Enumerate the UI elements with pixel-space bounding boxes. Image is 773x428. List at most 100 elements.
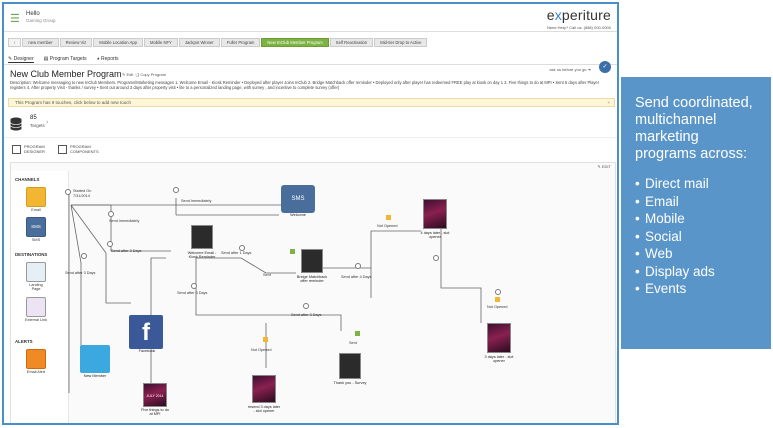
send-label: Send after 3 Days [177,291,208,295]
section-alerts: ALERTS [15,339,33,344]
edit-link[interactable]: ✎ Edit [122,72,134,77]
targets-count: 85 [30,115,37,121]
email-thumbnail [252,375,276,403]
twitter-node[interactable]: New Member [77,345,113,378]
program-targets-link[interactable]: ▤ Program Targets [43,56,87,62]
designer-icon [12,145,21,154]
sms-icon: SMS [26,217,46,237]
tab-program-designer[interactable]: PROGRAM DESIGNER [12,144,46,154]
greeting-text: Hello [26,11,40,17]
targets-label: Targets [30,123,45,128]
palette-sms[interactable]: SMS SMS [25,217,47,242]
twitter-icon [80,345,110,373]
timer-icon [355,263,361,269]
timer-icon [81,253,87,259]
tab-home[interactable]: ‹ [8,38,22,47]
flow-canvas[interactable]: ✎ EDIT CHANNELS Email SMS SMS DESTINATIO… [10,162,616,423]
tab-program[interactable]: Mobile NFY [143,38,178,47]
timer-icon [303,303,309,309]
email-thumbnail [301,249,323,273]
email-thumbnail [191,225,213,249]
tab-program[interactable]: Jackpot Winner [178,38,220,47]
email-icon [263,337,268,342]
status-label: Not Opened [251,348,272,352]
timer-icon [191,283,197,289]
status-label: Not Opened [487,305,508,309]
email-thumbnail [423,199,447,229]
tab-program[interactable]: Self Reactivation [329,38,374,47]
send-label: Send after 3 Days [291,313,322,317]
flow-connectors [68,193,482,393]
panel-heading: Send coordinated, multichannel marketing… [635,95,753,162]
divider [4,64,617,65]
greeting-sub: Gaming Group [26,18,56,23]
app-window: ☰ Hello Gaming Group experiture Need Hel… [2,2,619,425]
four-days-node[interactable]: 4 days later - slot opener [419,199,451,240]
list-item: Mobile [635,210,763,228]
list-item: Social [635,228,763,246]
palette-landing-page[interactable]: Landing Page [25,262,47,291]
palette-email[interactable]: Email [25,187,47,212]
canvas-edit[interactable]: ✎ EDIT [597,164,611,169]
five-things-node[interactable]: JULY 2014 Five things to do at MPI [139,383,171,417]
list-item: Display ads [635,263,763,281]
title-actions: ✎ Edit ❏ Copy Program [122,72,166,77]
tab-program-active[interactable]: New InClub Member Program [261,38,329,47]
resend-node[interactable]: resend 3 days later - slot opener [247,375,281,414]
external-link-icon [26,297,46,317]
palette-external-link[interactable]: External Link [25,297,47,322]
page-title: New Club Member Program [10,69,122,79]
facebook-node[interactable]: f Facebook [129,315,165,353]
user-greeting: Hello Gaming Group [26,11,56,23]
send-label: Send after 3 Days [65,271,96,275]
program-description: Description: Welcome messaging to new In… [10,80,600,91]
send-label: Send Immediately [181,199,212,203]
tab-program[interactable]: Fuller Program [220,38,261,47]
email-icon [495,297,500,302]
section-channels: CHANNELS [15,177,40,182]
menu-icon[interactable]: ☰ [10,13,20,25]
landing-page-icon [26,262,46,282]
tab-program-components[interactable]: PROGRAM COMPONENTS [58,144,100,154]
alert-icon [26,349,46,369]
section-destinations: DESTINATIONS [15,252,48,257]
tab-program[interactable]: Review Viz [59,38,93,47]
three-days-node[interactable]: 3 days later - slot opener [483,323,515,364]
chevron-right-icon: › [46,119,49,126]
feature-panel: Send coordinated, multichannel marketing… [621,77,771,349]
sub-navigation: ✎ Designer ▤ Program Targets ◕ Reports [8,56,119,63]
database-icon [10,117,22,131]
divider [4,137,617,138]
bridge-offer-node[interactable]: Bridge Matchback offer reminder [290,249,328,284]
welcome-email-node[interactable]: Welcome Email - Kiosk Reminder [187,225,217,260]
help-text: Need Help? Call us: (888) 000-0000 [546,25,611,30]
timer-icon [239,245,245,251]
timer-icon [108,211,114,217]
top-bar: ☰ Hello Gaming Group experiture Need Hel… [4,4,617,32]
thank-you-node[interactable]: Thank you - Survey [333,353,367,385]
start-node[interactable]: Started On 7/31/2014 [65,189,91,198]
tab-program[interactable]: new member [22,38,59,47]
info-badge-icon[interactable]: ✓ [599,61,611,73]
timer-icon [107,241,113,247]
timer-icon [495,289,501,295]
mailer-thumbnail: JULY 2014 [143,383,167,407]
touches-banner: This Program has 9 touches, click below … [8,98,615,107]
tab-program[interactable]: Mobile Location App [93,38,143,47]
tab-program[interactable]: Mid-tier Drop to Active [374,38,428,47]
sent-label: Sent [263,273,271,277]
right-tool[interactable]: ask us before you go ➜ [549,67,591,72]
designer-link[interactable]: ✎ Designer [8,56,34,63]
copy-program-link[interactable]: ❏ Copy Program [135,72,167,77]
timer-icon [433,255,439,261]
timer-icon [173,187,179,193]
reports-link[interactable]: ◕ Reports [96,56,119,62]
palette-email-alert[interactable]: Email Alert [25,349,47,374]
send-label: Send Immediately [109,219,140,223]
sms-welcome-node[interactable]: SMS Welcome [281,185,315,217]
sent-label: Sent [349,341,357,345]
email-icon [26,187,46,207]
list-item: Web [635,245,763,263]
email-icon [386,215,391,220]
close-icon[interactable]: × [607,100,610,105]
